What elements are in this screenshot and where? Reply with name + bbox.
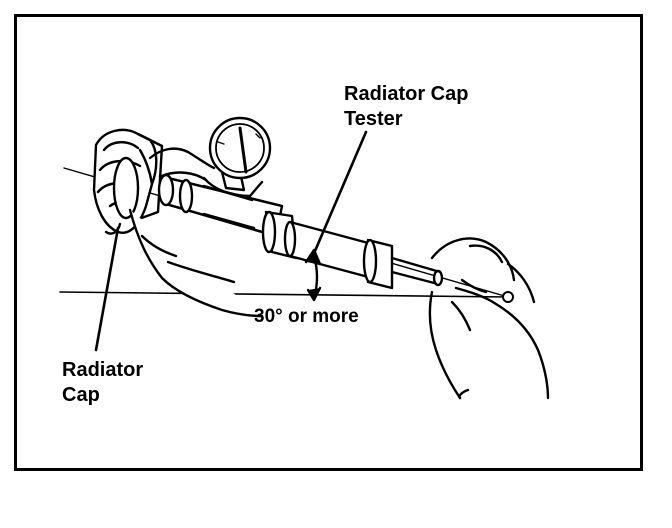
right-hand xyxy=(428,237,550,400)
cap-label-line2: Cap xyxy=(62,384,100,406)
radiator-cap xyxy=(92,128,164,235)
tester-body xyxy=(157,173,444,290)
radiator-cap-label: Radiator Cap xyxy=(62,358,143,408)
axis-endpoint xyxy=(502,291,514,303)
cap-leader-line xyxy=(94,226,120,352)
tester-leader-line xyxy=(310,130,368,260)
reference-line xyxy=(59,291,509,298)
angle-label: 30° or more xyxy=(254,306,359,327)
radiator-cap-tester-label: Radiator Cap Tester xyxy=(344,82,468,132)
angle-arrow xyxy=(304,248,322,302)
tester-label-line2: Tester xyxy=(344,108,403,130)
cap-label-line1: Radiator xyxy=(62,359,144,381)
pressure-gauge-icon xyxy=(202,116,272,198)
tester-label-line1: Radiator Cap xyxy=(344,83,469,105)
